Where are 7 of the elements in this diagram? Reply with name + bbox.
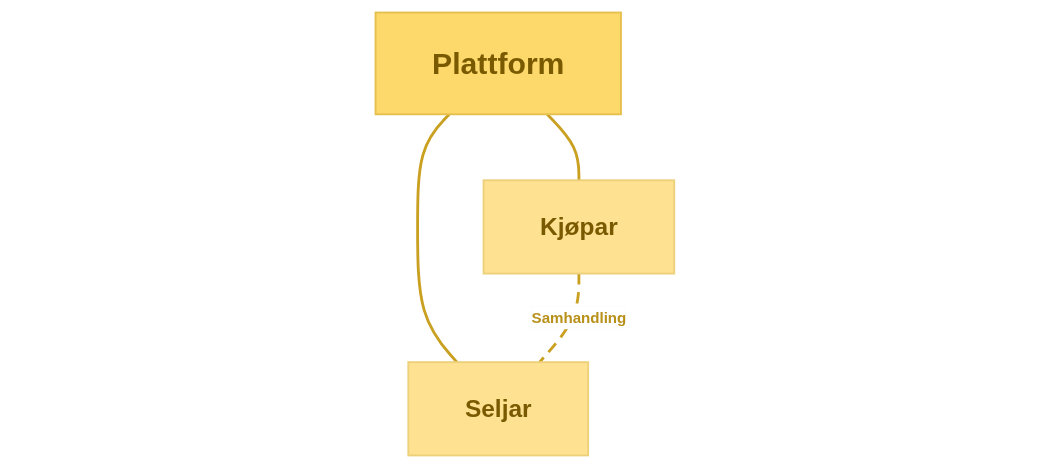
- connector: [538, 273, 580, 364]
- node-box: Plattform: [374, 11, 622, 116]
- edge-label: Samhandling: [531, 309, 626, 326]
- connector: [415, 113, 458, 364]
- connector: [545, 113, 580, 181]
- node-box: Seljar: [407, 361, 589, 457]
- node-box: Kjøpar: [482, 179, 675, 275]
